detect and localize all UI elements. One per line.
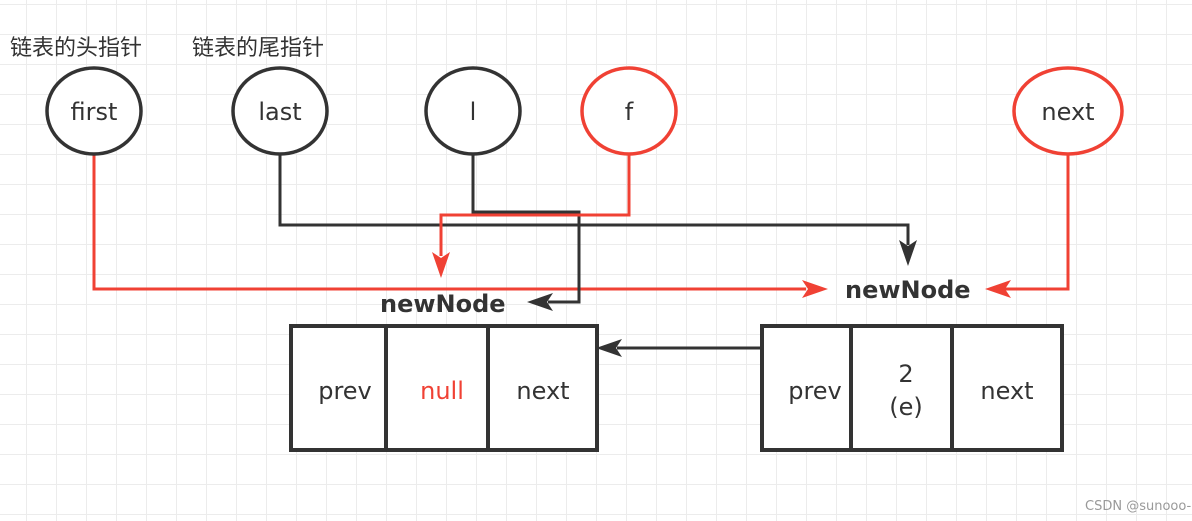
left-next-cell: next: [516, 377, 569, 405]
l-connector: [471, 154, 581, 304]
right-next-cell: next: [980, 377, 1033, 405]
first-connector: [92, 154, 806, 291]
next-arrowhead: [985, 280, 1011, 298]
new-node-right: [760, 324, 1064, 452]
watermark: CSDN @sunooo-: [1085, 499, 1192, 514]
prev-arrowhead: [596, 339, 622, 357]
new-node-right-title: newNode: [845, 276, 971, 304]
first-arrowhead: [802, 280, 828, 298]
right-data-value: 2: [898, 360, 913, 388]
last-connector: [278, 154, 910, 245]
l-arrowhead: [527, 293, 553, 311]
left-data-cell: null: [420, 377, 464, 405]
f-pointer-node: [580, 66, 678, 156]
right-prev-cell: prev: [788, 377, 842, 405]
l-label: l: [470, 98, 477, 126]
last-pointer-node: [231, 66, 329, 156]
last-arrowhead: [899, 240, 917, 266]
f-connector: [439, 154, 631, 256]
tail-pointer-label: 链表的尾指针: [192, 36, 324, 61]
next-label: next: [1041, 98, 1094, 126]
new-node-left-title: newNode: [380, 290, 506, 318]
l-pointer-node: [424, 66, 522, 156]
next-connector: [1005, 154, 1070, 291]
right-data-name: (e): [889, 393, 923, 421]
first-label: first: [71, 98, 118, 126]
left-prev-cell: prev: [318, 377, 372, 405]
first-pointer-node: [45, 66, 143, 156]
new-node-left: [289, 324, 599, 452]
f-label: f: [625, 98, 634, 126]
last-label: last: [258, 98, 301, 126]
next-pointer-node: [1012, 66, 1124, 156]
head-pointer-label: 链表的头指针: [10, 36, 142, 61]
f-arrowhead: [432, 252, 450, 278]
